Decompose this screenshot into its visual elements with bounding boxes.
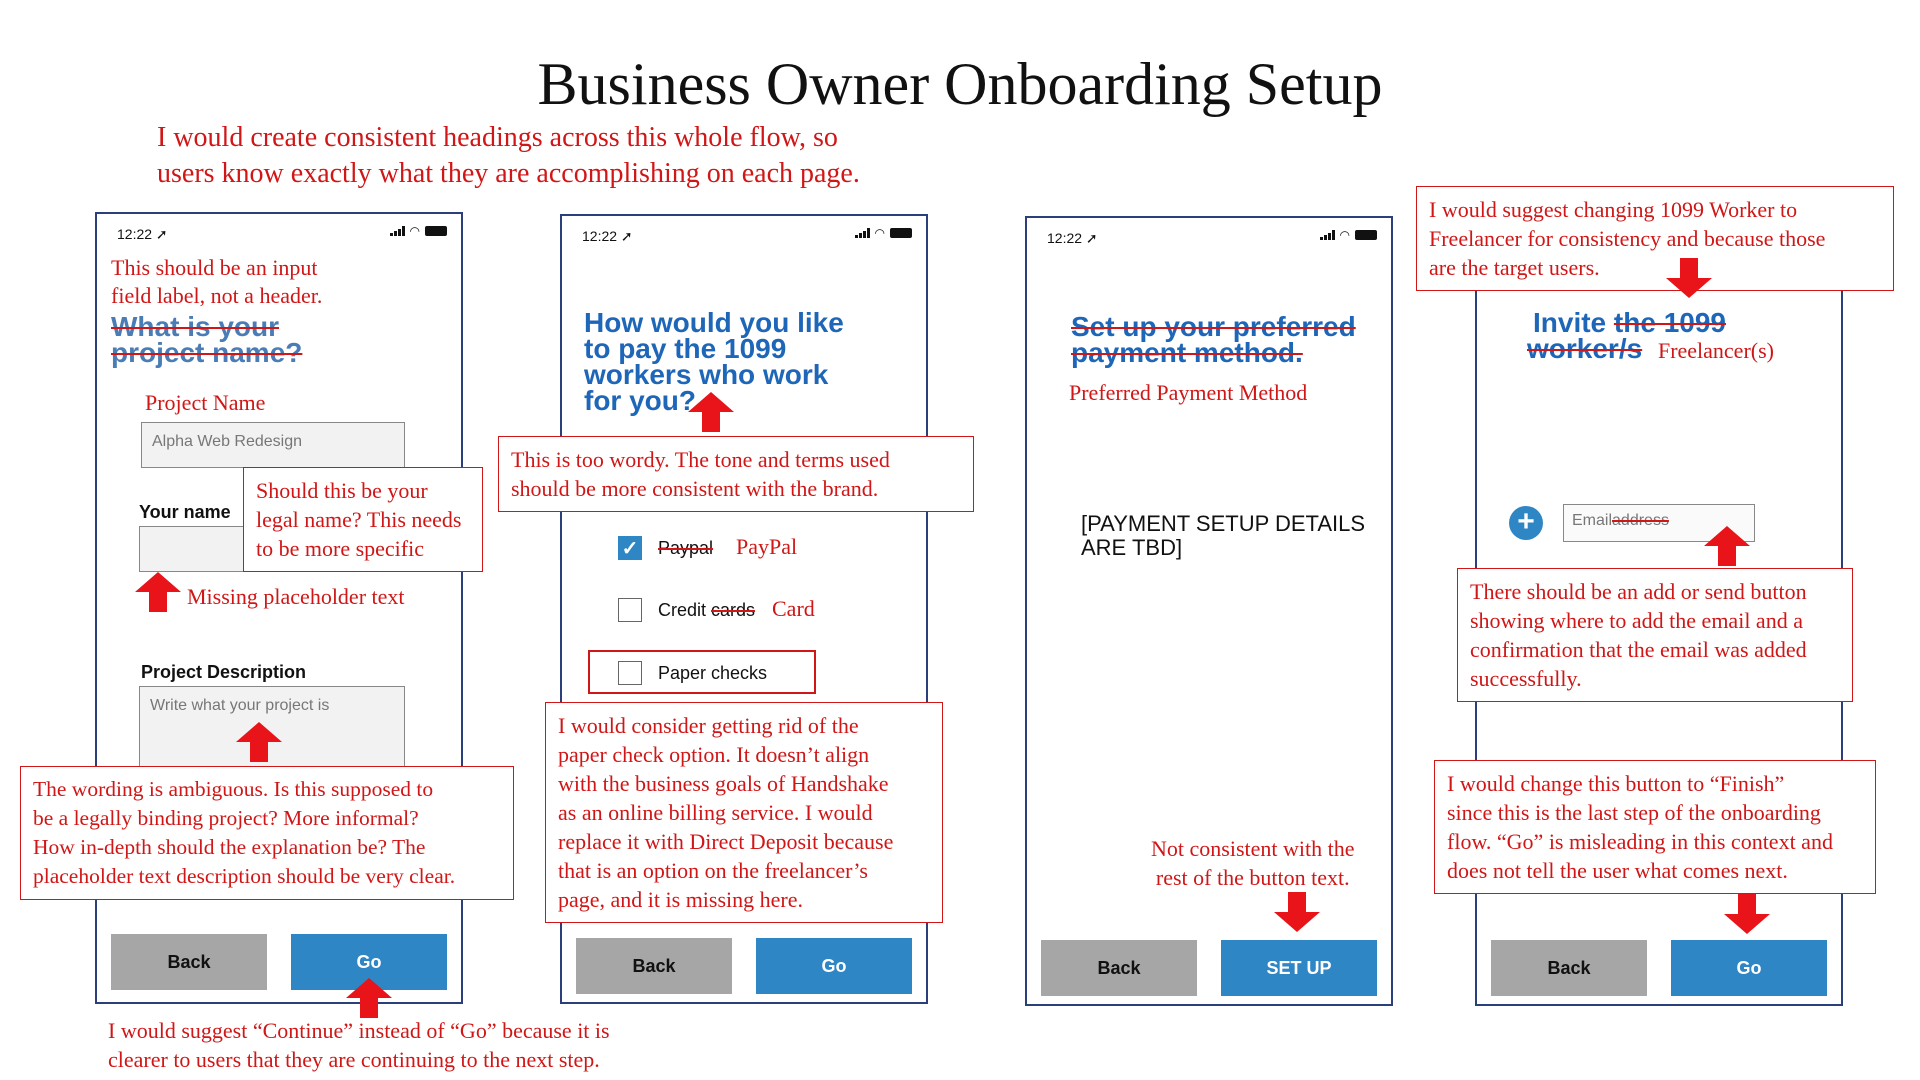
arrow-down-icon	[1724, 894, 1770, 934]
back-button[interactable]: Back	[1041, 940, 1197, 996]
back-button[interactable]: Back	[111, 934, 267, 990]
status-time: 12:22 ➚	[582, 228, 633, 244]
payment-tbd-text: [PAYMENT SETUP DETAILS ARE TBD]	[1081, 511, 1366, 560]
arrow-down-icon	[1274, 892, 1320, 932]
back-button[interactable]: Back	[1491, 940, 1647, 996]
arrow-up-icon	[236, 722, 282, 762]
signal-icon	[854, 228, 870, 238]
credit-card-checkbox[interactable]	[618, 598, 642, 622]
payment-method-heading: Set up your preferred payment method.	[1071, 311, 1356, 368]
status-time: 12:22 ➚	[117, 226, 168, 242]
project-name-label: Project Name	[145, 390, 266, 415]
button-inconsistent-note: Not consistent with the rest of the butt…	[1151, 836, 1355, 890]
wordy-note: This is too wordy. The tone and terms us…	[498, 436, 974, 512]
signal-icon	[389, 226, 405, 236]
wifi-icon: ◠	[1339, 228, 1350, 242]
project-name-input[interactable]: Alpha Web Redesign	[141, 422, 405, 468]
email-input[interactable]: Emailaddress	[1563, 504, 1755, 542]
wifi-icon: ◠	[409, 224, 420, 238]
change-to-freelancer-note: I would suggest changing 1099 Worker to …	[1416, 186, 1894, 291]
status-time: 12:22 ➚	[1047, 230, 1098, 246]
payment-method-new-heading: Preferred Payment Method	[1069, 380, 1308, 405]
project-heading: What is your project name?	[111, 311, 303, 368]
paper-check-option[interactable]: Paper checks	[588, 650, 816, 694]
finish-button-note: I would change this button to “Finish” s…	[1434, 760, 1876, 894]
header-note: This should be an input field label, not…	[111, 255, 323, 308]
paypal-checkbox[interactable]: ✓	[618, 536, 642, 560]
invite-heading: Invite the 1099 worker/s Freelancer(s)	[1527, 307, 1774, 364]
paypal-option-old: Paypal	[658, 538, 714, 558]
setup-button[interactable]: SET UP	[1221, 940, 1377, 996]
project-description-input[interactable]: Write what your project is	[139, 686, 405, 776]
signal-icon	[1319, 230, 1335, 240]
phone-screen-payment-method: 12:22 ➚ ◠ Set up your preferred payment …	[1025, 216, 1393, 1006]
ambiguous-wording-note: The wording is ambiguous. Is this suppos…	[20, 766, 514, 900]
add-icon[interactable]: +	[1509, 506, 1543, 540]
status-icons: ◠	[1319, 228, 1377, 242]
back-button[interactable]: Back	[576, 938, 732, 994]
battery-icon	[890, 228, 912, 238]
go-button[interactable]: Go	[756, 938, 912, 994]
battery-icon	[425, 226, 447, 236]
status-icons: ◠	[854, 226, 912, 240]
continue-note: I would suggest “Continue” instead of “G…	[108, 1018, 610, 1072]
credit-card-option-new: Card	[772, 596, 815, 621]
status-icons: ◠	[389, 224, 447, 238]
page-title: Business Owner Onboarding Setup	[537, 51, 1383, 117]
arrow-up-icon	[1704, 526, 1750, 566]
top-note: I would create consistent headings acros…	[157, 122, 860, 189]
battery-icon	[1355, 230, 1377, 240]
go-button[interactable]: Go	[1671, 940, 1827, 996]
missing-placeholder-note: Missing placeholder text	[187, 584, 405, 609]
wifi-icon: ◠	[874, 226, 885, 240]
your-name-label: Your name	[139, 502, 231, 522]
legal-name-note: Should this be your legal name? This nee…	[243, 467, 483, 572]
paper-check-checkbox[interactable]	[618, 661, 642, 685]
arrow-up-icon	[135, 572, 181, 612]
add-button-note: There should be an add or send button sh…	[1457, 568, 1853, 702]
arrow-up-icon	[346, 978, 392, 1018]
payment-question-heading: How would you like to pay the 1099 worke…	[584, 307, 844, 416]
your-name-input[interactable]	[139, 526, 249, 572]
paper-check-note: I would consider getting rid of the pape…	[545, 702, 943, 923]
arrow-down-icon	[1666, 258, 1712, 298]
credit-card-option: Credit cards	[658, 600, 756, 620]
paper-check-label: Paper checks	[658, 663, 768, 683]
paypal-option-new: PayPal	[736, 534, 798, 559]
project-description-label: Project Description	[141, 662, 307, 682]
arrow-up-icon	[688, 392, 734, 432]
